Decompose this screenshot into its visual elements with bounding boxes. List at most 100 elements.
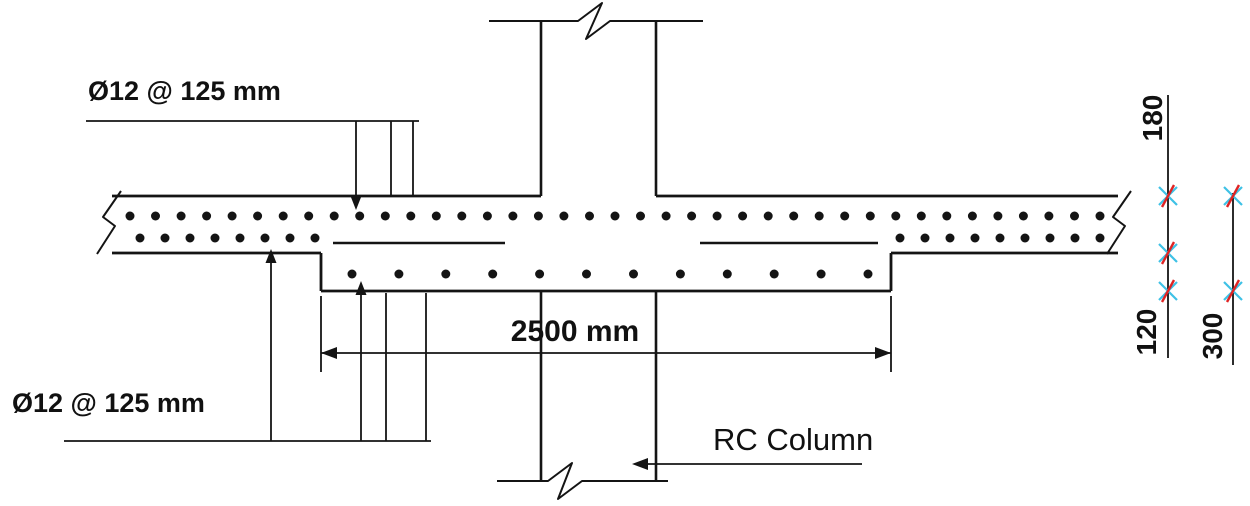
- rebar-dot-top-bars: [967, 211, 977, 221]
- rebar-dot-drop-bottom-bars: [347, 269, 357, 279]
- rebar-dot-drop-bottom-bars: [582, 269, 591, 279]
- rebar-dot-top-bars: [508, 211, 518, 221]
- rebar-dot-drop-bottom-bars: [816, 269, 826, 279]
- drop-panel-sides: [319, 253, 893, 291]
- dimension-tick-red: [1160, 279, 1176, 303]
- rebar-dot-top-bars: [1095, 211, 1105, 221]
- rebar-dot-mid-bars-left: [135, 233, 145, 243]
- break-symbol-bottom: [497, 462, 668, 500]
- column-outline: [539, 21, 658, 481]
- rebar-dot-top-bars: [457, 211, 467, 221]
- rebar-dot-drop-bottom-bars: [535, 269, 545, 279]
- rebar-dot-top-bars: [891, 211, 901, 221]
- rebar-dot-mid-bars-right: [920, 233, 930, 243]
- bottom-rebar-arrowhead-mid: [265, 249, 277, 263]
- rebar-dot-mid-bars-left: [285, 233, 295, 243]
- dimension-tick-red: [1160, 241, 1176, 265]
- rebar-dot-mid-bars-left: [160, 233, 170, 243]
- column-label: RC Column: [713, 422, 873, 457]
- rebar-dot-top-bars: [636, 211, 645, 221]
- rebar-dot-top-bars: [227, 211, 237, 221]
- rebar-dot-top-bars: [661, 211, 671, 221]
- span-arrowhead-left: [321, 347, 337, 359]
- rebar-dot-drop-bottom-bars: [488, 269, 498, 279]
- rebar-dot-top-bars: [789, 211, 799, 221]
- top-rebar-arrowhead: [350, 196, 362, 210]
- rebar-dot-top-bars: [763, 211, 773, 221]
- rebar-dot-top-bars: [406, 211, 416, 221]
- rebar-dot-top-bars: [431, 211, 441, 221]
- rebar-dot-mid-bars-left: [235, 233, 245, 243]
- rebar-dot-mid-bars-right: [1070, 233, 1080, 243]
- rebar-dot-top-bars: [738, 211, 748, 221]
- span-dimension-label: 2500 mm: [511, 315, 639, 348]
- rebar-dot-drop-bottom-bars: [722, 269, 732, 279]
- rebar-dot-mid-bars-right: [1095, 233, 1105, 243]
- rebar-dot-drop-bottom-bars: [675, 269, 685, 279]
- top-rebar-leader: [86, 120, 419, 198]
- lower-column: [539, 291, 658, 481]
- break-symbol-right: [1106, 190, 1132, 255]
- rebar-dot-mid-bars-left: [210, 233, 220, 243]
- rebar-dot-top-bars: [125, 211, 135, 221]
- rebar-dot-mid-bars-right: [895, 233, 905, 243]
- rebar-dot-top-bars: [278, 211, 288, 221]
- break-symbol-top: [489, 2, 703, 40]
- slab-outline: [112, 194, 1118, 293]
- bottom-rebar-leader-lines: [64, 262, 431, 442]
- rebar-dots: [125, 211, 1105, 279]
- rebar-dot-top-bars: [840, 211, 850, 221]
- rebar-dot-mid-bars-left: [310, 233, 320, 243]
- dimension-tick-red: [1160, 184, 1176, 208]
- bottom-rebar-leader: [64, 262, 431, 442]
- upper-column: [539, 21, 658, 196]
- depth-dimension-lines: [1167, 95, 1234, 365]
- rebar-dot-mid-bars-right: [945, 233, 955, 243]
- rebar-dot-top-bars: [1070, 211, 1079, 221]
- drop-extra-depth-label: 120: [1131, 309, 1162, 356]
- rebar-dot-top-bars: [1044, 211, 1054, 221]
- rebar-dot-top-bars: [610, 211, 620, 221]
- rebar-dot-top-bars: [712, 211, 722, 221]
- rebar-dot-drop-bottom-bars: [863, 269, 873, 279]
- rebar-dot-mid-bars-right: [995, 233, 1005, 243]
- rebar-dot-mid-bars-left: [260, 233, 270, 243]
- rebar-dot-top-bars: [380, 211, 390, 221]
- dimension-tick-red: [1225, 184, 1241, 208]
- rebar-dot-top-bars: [687, 211, 697, 221]
- break-symbols: [96, 2, 1132, 500]
- rebar-dot-top-bars: [329, 211, 339, 221]
- rebar-dot-top-bars: [533, 211, 543, 221]
- rebar-dot-top-bars: [253, 211, 263, 221]
- rebar-dot-top-bars: [202, 211, 212, 221]
- rebar-dot-top-bars: [482, 211, 492, 221]
- span-arrowhead-right: [875, 347, 891, 359]
- rebar-dot-top-bars: [916, 211, 926, 221]
- rebar-dot-top-bars: [151, 211, 160, 221]
- rebar-dot-top-bars: [304, 211, 314, 221]
- rebar-dot-drop-bottom-bars: [394, 269, 404, 279]
- rebar-dot-mid-bars-right: [1020, 233, 1030, 243]
- break-symbol-left: [96, 190, 122, 255]
- rebar-dot-drop-bottom-bars: [441, 269, 451, 279]
- bottom-rebar-arrowhead-drop: [355, 281, 367, 295]
- dimension-ticks: [1158, 184, 1243, 303]
- rebar-dot-top-bars: [942, 211, 952, 221]
- rebar-dot-top-bars: [1018, 211, 1028, 221]
- rebar-dot-drop-bottom-bars: [629, 269, 638, 279]
- span-dimension: [320, 296, 892, 372]
- rebar-dot-top-bars: [865, 211, 875, 221]
- top-rebar-leader-lines: [86, 120, 419, 198]
- top-rebar-label: Ø12 @ 125 mm: [88, 76, 281, 106]
- rebar-dot-mid-bars-right: [1045, 233, 1055, 243]
- rebar-dot-top-bars: [176, 211, 186, 221]
- total-drop-depth-label: 300: [1197, 313, 1228, 360]
- rebar-dot-top-bars: [814, 211, 824, 221]
- bottom-rebar-label: Ø12 @ 125 mm: [12, 388, 205, 418]
- rebar-dot-top-bars: [559, 211, 569, 221]
- slab-thickness-label: 180: [1137, 95, 1168, 142]
- rebar-dot-drop-bottom-bars: [769, 269, 779, 279]
- rebar-dot-top-bars: [993, 211, 1003, 221]
